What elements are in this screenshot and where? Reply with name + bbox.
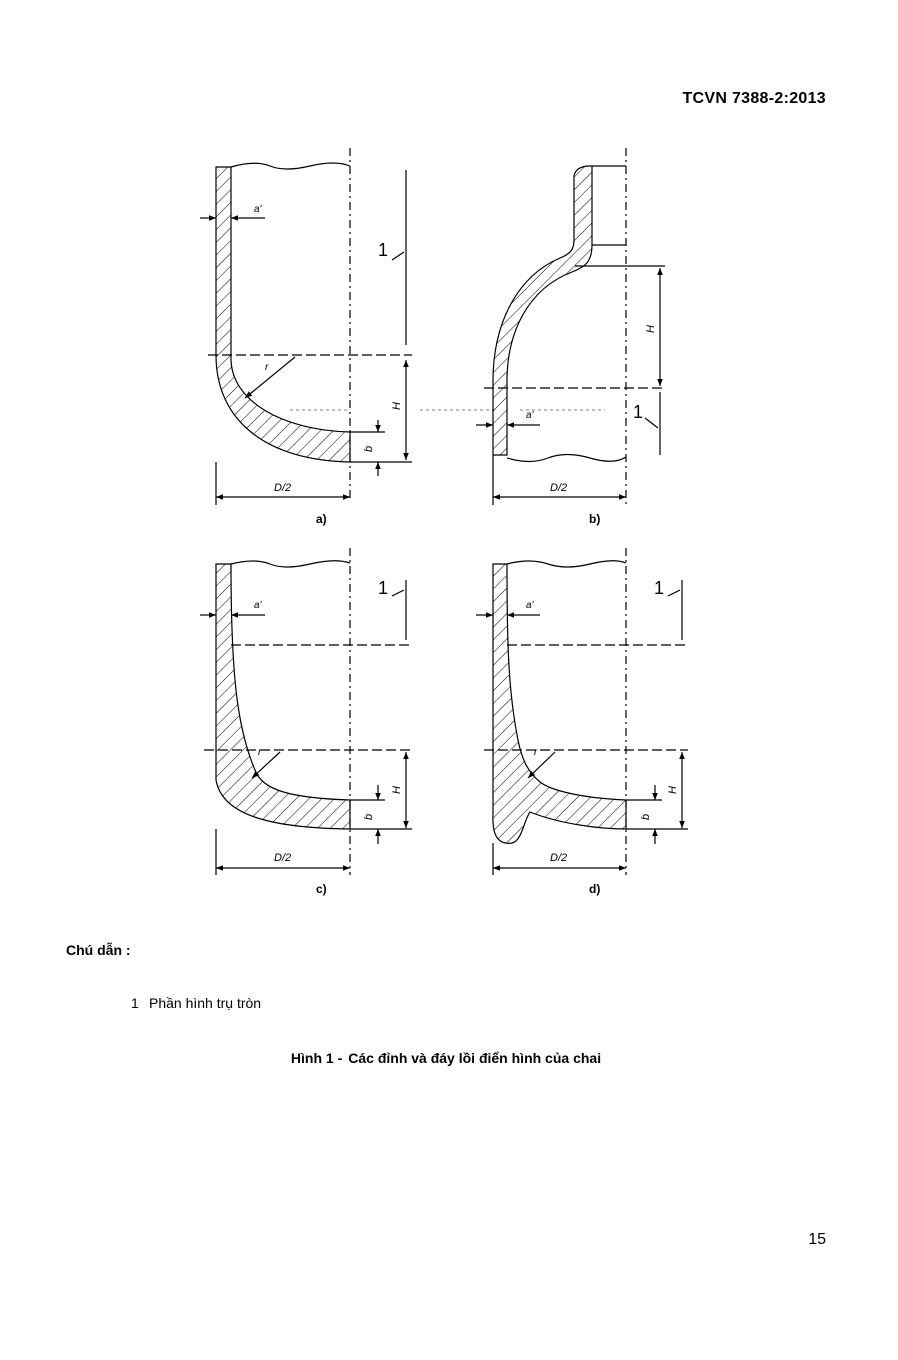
panel-c-a-label: a' bbox=[254, 600, 263, 611]
panel-b-drawing bbox=[420, 148, 666, 505]
panel-d-a-label: a' bbox=[526, 600, 535, 611]
page-number: 15 bbox=[808, 1231, 826, 1248]
panel-c-b-label: b bbox=[363, 814, 375, 820]
panel-c-r-label: r bbox=[258, 747, 262, 758]
legend-item: 1 Phần hình trụ tròn bbox=[131, 995, 261, 1011]
legend-item-text: Phần hình trụ tròn bbox=[149, 995, 262, 1011]
panel-a-label: a) bbox=[316, 512, 327, 526]
panel-d-label: d) bbox=[589, 882, 600, 896]
panel-a-drawing bbox=[200, 148, 412, 505]
panel-b-a-label: a' bbox=[526, 410, 535, 421]
figure-caption-text: Các đỉnh và đáy lồi điển hình của chai bbox=[348, 1050, 602, 1066]
panel-d-r-label: r bbox=[534, 747, 538, 758]
panel-a-r-label: r bbox=[265, 362, 269, 373]
figure-caption-number: Hình 1 - bbox=[290, 1050, 343, 1066]
panel-c-h-label: H bbox=[391, 786, 403, 794]
panel-c-label: c) bbox=[316, 882, 327, 896]
panel-d-drawing bbox=[476, 548, 688, 875]
panel-a-h-label: H bbox=[391, 402, 403, 410]
panel-a-d-label: D/2 bbox=[274, 482, 291, 494]
panel-c-drawing bbox=[200, 548, 412, 875]
legend-item-number: 1 bbox=[131, 995, 139, 1011]
panel-b-label: b) bbox=[589, 512, 600, 526]
panel-b-callout: 1 bbox=[633, 402, 643, 422]
panel-a-a-label: a' bbox=[254, 204, 263, 215]
panel-c-callout: 1 bbox=[378, 578, 388, 598]
panel-d-d-label: D/2 bbox=[550, 852, 567, 864]
panel-a-b-label: b bbox=[363, 446, 375, 452]
panel-d-b-label: b bbox=[640, 814, 652, 820]
panel-b-h-label: H bbox=[645, 325, 657, 333]
panel-c-d-label: D/2 bbox=[274, 852, 291, 864]
figure-caption: Hình 1 - Các đỉnh và đáy lồi điển hình củ… bbox=[0, 1050, 898, 1066]
figure-bottle-ends: a' r H b D/2 1 a) a' H D/2 1 b) bbox=[200, 148, 688, 896]
panel-d-h-label: H bbox=[667, 786, 679, 794]
panel-b-d-label: D/2 bbox=[550, 482, 567, 494]
panel-d-callout: 1 bbox=[654, 578, 664, 598]
legend-title: Chú dẫn : bbox=[66, 942, 131, 958]
standard-code-header: TCVN 7388-2:2013 bbox=[682, 90, 826, 107]
panel-a-callout: 1 bbox=[378, 240, 388, 260]
